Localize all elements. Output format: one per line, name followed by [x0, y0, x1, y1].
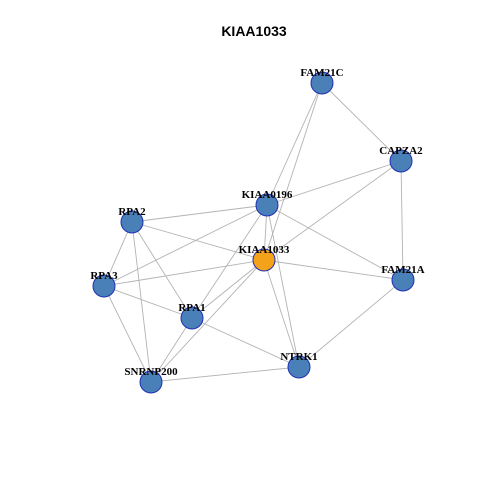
edge-kiaa0196-rpa3 [103, 204, 268, 287]
graph-title: KIAA1033 [221, 23, 287, 39]
node-capza2 [389, 149, 413, 173]
node-label-rpa1: RPA1 [178, 302, 205, 314]
node-label-capza2: CAPZA2 [379, 145, 423, 157]
node-label-rpa2: RPA2 [118, 206, 146, 218]
edge-kiaa1033-ntrk1 [263, 259, 300, 368]
edge-kiaa1033-rpa3 [103, 259, 265, 287]
edge-rpa2-kiaa1033 [131, 221, 265, 261]
edge-rpa2-snrnp200 [131, 221, 152, 383]
node-label-kiaa0196: KIAA0196 [242, 189, 293, 201]
edge-kiaa0196-ntrk1 [266, 204, 300, 368]
node-fam21a [391, 268, 415, 292]
node-layer [92, 71, 415, 394]
edge-capza2-fam21a [400, 160, 404, 281]
node-rpa1 [180, 306, 204, 330]
edge-kiaa1033-fam21a [263, 259, 404, 281]
edge-kiaa1033-snrnp200 [150, 259, 265, 383]
node-kiaa0196 [255, 193, 279, 217]
node-label-fam21c: FAM21C [300, 67, 343, 79]
edge-rpa2-rpa3 [103, 221, 133, 287]
edge-layer [103, 82, 404, 383]
node-label-ntrk1: NTRK1 [280, 351, 317, 363]
edge-fam21c-kiaa1033 [263, 82, 323, 261]
edge-rpa1-ntrk1 [191, 317, 300, 368]
edge-ntrk1-snrnp200 [150, 366, 300, 383]
node-fam21c [310, 71, 334, 95]
node-ntrk1 [287, 355, 311, 379]
node-rpa2 [120, 210, 144, 234]
node-rpa3 [92, 274, 116, 298]
edge-kiaa0196-rpa2 [131, 204, 268, 223]
node-snrnp200 [139, 370, 163, 394]
node-label-snrnp200: SNRNP200 [124, 366, 178, 378]
edge-kiaa1033-rpa1 [191, 259, 265, 319]
edge-rpa2-rpa1 [131, 221, 193, 319]
node-kiaa1033 [252, 248, 276, 272]
node-label-rpa3: RPA3 [90, 270, 118, 282]
edge-kiaa0196-rpa1 [191, 204, 268, 319]
edge-capza2-kiaa0196 [266, 160, 402, 206]
node-label-fam21a: FAM21A [381, 264, 424, 276]
edge-fam21c-kiaa0196 [266, 82, 323, 206]
edge-kiaa0196-fam21a [266, 204, 404, 281]
edge-fam21c-capza2 [321, 82, 402, 162]
edge-capza2-kiaa1033 [263, 160, 402, 261]
edge-fam21a-ntrk1 [298, 279, 404, 368]
edge-rpa3-snrnp200 [103, 285, 152, 383]
edge-rpa1-snrnp200 [150, 317, 193, 383]
edge-rpa3-rpa1 [103, 285, 193, 319]
node-label-kiaa1033: KIAA1033 [239, 244, 290, 256]
